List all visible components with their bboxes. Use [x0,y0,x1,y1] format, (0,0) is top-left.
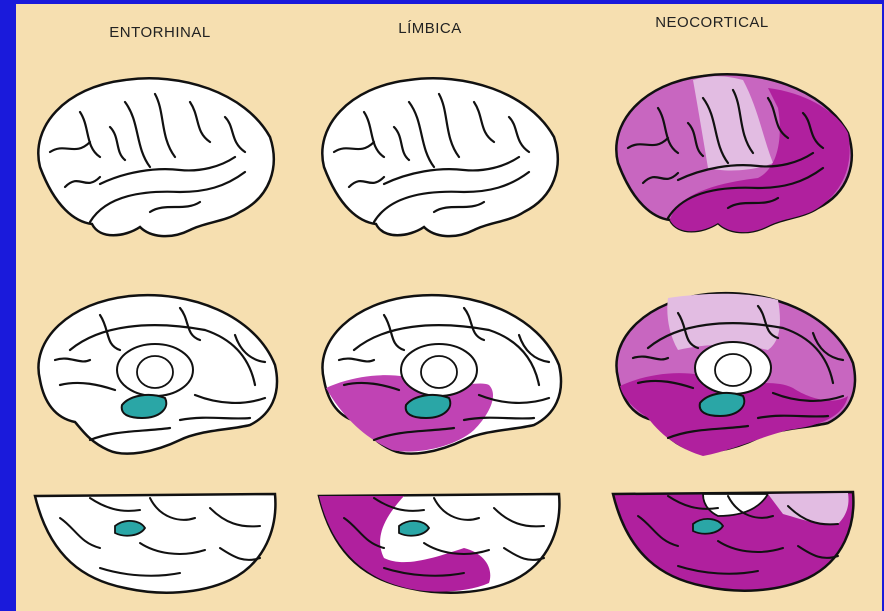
column-title-neocortical: NEOCORTICAL [602,14,822,31]
brain-ventral-entorhinal [30,488,280,598]
brain-medial-neocortical [608,288,858,458]
brain-lateral-limbica [314,72,564,242]
column-title-limbica: LÍMBICA [320,20,540,37]
brain-medial-limbica [314,290,564,460]
brain-ventral-limbica [314,488,564,598]
brain-medial-entorhinal [30,290,280,460]
brain-ventral-neocortical [608,486,858,596]
brain-lateral-neocortical [608,68,858,238]
column-title-entorhinal: ENTORHINAL [50,24,270,41]
brain-lateral-entorhinal [30,72,280,242]
